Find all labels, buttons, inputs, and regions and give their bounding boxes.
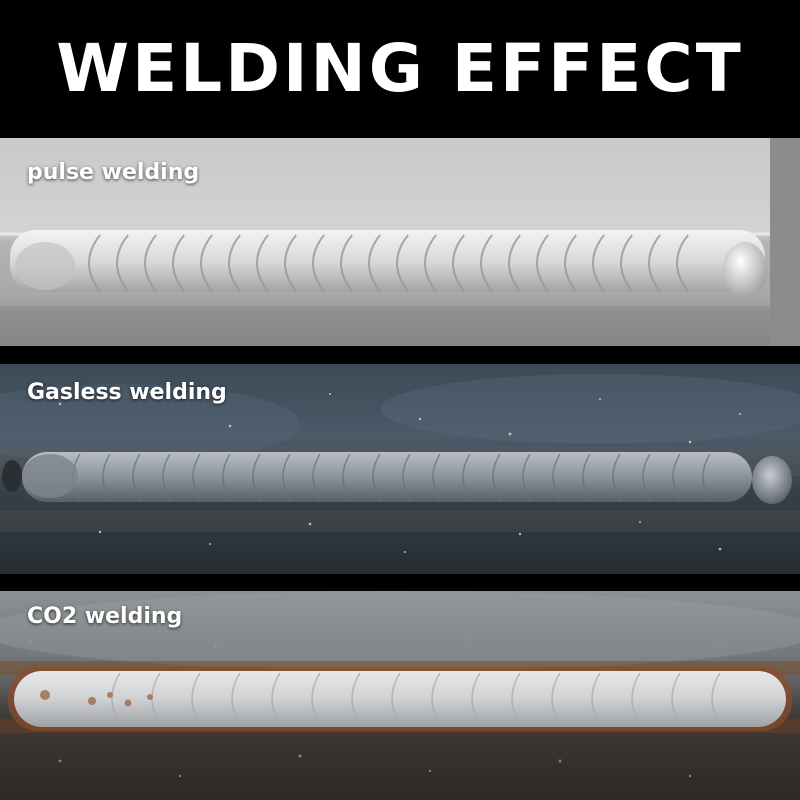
panel-label: Gasless welding <box>27 380 227 405</box>
panel-label: CO2 welding <box>27 604 183 629</box>
pulse-welding-photo: pulse welding <box>0 138 800 346</box>
title-bar: WELDING EFFECT <box>0 0 800 138</box>
page-title: WELDING EFFECT <box>56 30 744 107</box>
gasless-welding-photo: Gasless welding <box>0 364 800 574</box>
panel-label: pulse welding <box>27 160 200 185</box>
co2-welding-photo: CO2 welding <box>0 591 800 800</box>
